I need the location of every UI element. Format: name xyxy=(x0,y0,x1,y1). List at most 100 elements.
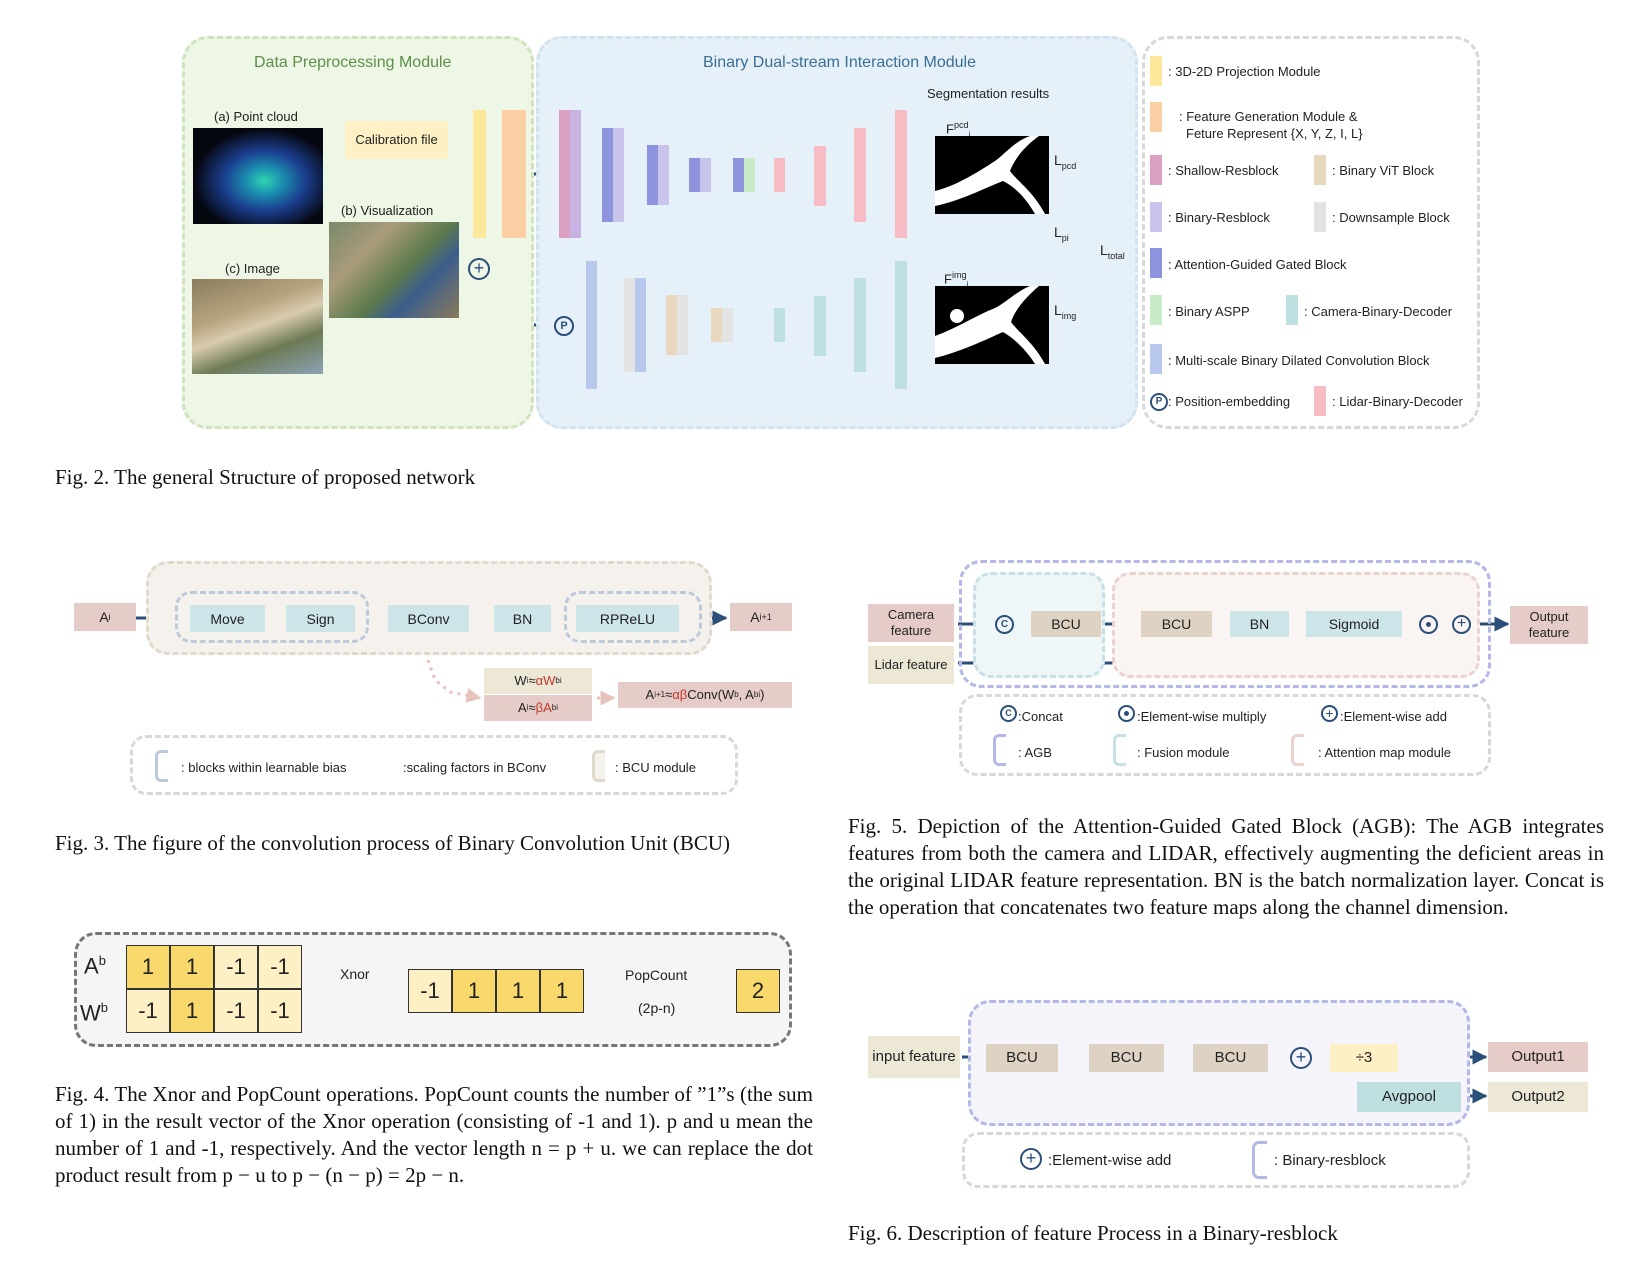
l-pi-label: Lpi xyxy=(1054,224,1069,243)
result-cell-4: 1 xyxy=(540,969,584,1013)
avgpool-box: Avgpool xyxy=(1357,1082,1461,1112)
legend-fusion-label: : Fusion module xyxy=(1137,745,1230,760)
w-b-label: Wb xyxy=(80,1000,108,1026)
lidar-decoder-block-4 xyxy=(895,110,907,238)
fig5-caption: Fig. 5. Depiction of the Attention-Guide… xyxy=(848,814,1604,919)
fig5-legend-frame xyxy=(959,694,1491,776)
camera-decoder-block-2 xyxy=(814,296,826,356)
legend-add-label: :Element-wise add xyxy=(1340,709,1447,724)
legend-label-binary-aspp: : Binary ASPP xyxy=(1168,304,1250,319)
element-wise-add-icon: + xyxy=(1290,1047,1312,1069)
lidar-feature-box: Lidar feature xyxy=(868,646,954,684)
binary-vit-block-2 xyxy=(711,308,733,342)
legend-agb-label: : AGB xyxy=(1018,745,1052,760)
legend-resblock-label: : Binary-resblock xyxy=(1274,1152,1386,1169)
a-cell-4: -1 xyxy=(258,945,302,989)
legend-label-attention-gated: : Attention-Guided Gated Block xyxy=(1168,257,1347,272)
camera-decoder-block-4 xyxy=(895,261,907,389)
legend-multiply-icon xyxy=(1118,705,1135,722)
output-feature-box: Output feature xyxy=(1510,606,1588,644)
camera-decoder-block-1 xyxy=(774,308,785,342)
visualization-image xyxy=(329,222,459,318)
legend-label-multiscale: : Multi-scale Binary Dilated Convolution… xyxy=(1168,353,1430,368)
legend-swatch-attention-gated xyxy=(1150,248,1162,278)
attention-bcu-box: BCU xyxy=(1141,611,1212,637)
binary-resblock-block-1 xyxy=(602,128,624,222)
w-cell-2: 1 xyxy=(170,989,214,1033)
f-pcd-label: Fpcdi xyxy=(946,120,971,139)
output2-box: Output2 xyxy=(1488,1082,1588,1112)
camera-segmentation-image xyxy=(935,286,1049,364)
legend-label-feature-generation: : Feature Generation Module & xyxy=(1179,109,1358,124)
point-cloud-label: (a) Point cloud xyxy=(214,109,298,124)
image-label: (c) Image xyxy=(225,261,280,276)
l-pcd-label: Lpcd xyxy=(1054,152,1077,171)
divide-by-3-box: ÷3 xyxy=(1330,1044,1398,1072)
position-embedding-icon: P xyxy=(554,316,574,336)
fig3-legend-frame xyxy=(130,735,738,795)
agb-frame xyxy=(959,560,1491,688)
l-total-label: Ltotal xyxy=(1100,242,1125,261)
legend-concat-label: :Concat xyxy=(1018,709,1063,724)
fig3-caption: Fig. 3. The figure of the convolution pr… xyxy=(55,831,731,855)
legend-swatch-binary-resblock xyxy=(1150,202,1162,232)
fusion-bcu-box: BCU xyxy=(1031,611,1101,637)
a-cell-1: 1 xyxy=(126,945,170,989)
legend-label-camera-decoder: : Camera-Binary-Decoder xyxy=(1304,304,1453,319)
element-wise-multiply-icon xyxy=(1419,615,1438,634)
legend-bcu-swatch xyxy=(592,750,605,782)
result-cell-3: 1 xyxy=(496,969,540,1013)
fig2-caption: Fig. 2. The general Structure of propose… xyxy=(55,465,476,489)
legend-label-feature-generation-2: Feture Represent {X, Y, Z, I, L} xyxy=(1186,126,1363,141)
binary-aspp-block xyxy=(733,158,755,192)
a-cell-2: 1 xyxy=(170,945,214,989)
legend-swatch-multiscale xyxy=(1150,344,1162,374)
bn-box: BN xyxy=(494,605,551,632)
lidar-decoder-block-2 xyxy=(814,146,826,206)
legend-add-icon: + xyxy=(1321,705,1338,722)
sign-box: Sign xyxy=(286,605,355,632)
legend-swatch-binary-aspp xyxy=(1150,295,1162,325)
camera-decoder-block-3 xyxy=(854,278,866,372)
legend-label-projection: : 3D-2D Projection Module xyxy=(1168,64,1321,79)
fig6-legend-frame xyxy=(962,1132,1470,1188)
bias-frame-2 xyxy=(564,591,702,643)
input-feature-box: input feature xyxy=(868,1036,960,1078)
legend-swatch-camera-decoder xyxy=(1286,295,1298,325)
lidar-decoder-block-1 xyxy=(774,158,785,192)
binary-module-title: Binary Dual-stream Interaction Module xyxy=(703,54,977,71)
fig4-caption: Fig. 4. The Xnor and PopCount operations… xyxy=(55,1082,813,1187)
legend-concat-icon: C xyxy=(1000,705,1017,722)
binary-resblock-block-2 xyxy=(647,145,669,205)
attention-bn-box: BN xyxy=(1230,611,1289,637)
bcu-2-box: BCU xyxy=(1089,1044,1164,1072)
lidar-segmentation-image xyxy=(935,136,1049,214)
legend-swatch-downsample xyxy=(1314,202,1326,232)
a-cell-3: -1 xyxy=(214,945,258,989)
legend-label-lidar-decoder: : Lidar-Binary-Decoder xyxy=(1332,394,1463,409)
legend-add-label: :Element-wise add xyxy=(1048,1152,1172,1169)
f-img-label: Fimgi xyxy=(944,270,969,289)
legend-attention-swatch xyxy=(1291,734,1304,766)
projection-module-block xyxy=(473,110,486,238)
popcount-label: PopCount xyxy=(625,967,688,983)
fig2-legend-frame xyxy=(1142,36,1480,429)
legend-attention-label: : Attention map module xyxy=(1318,745,1451,760)
output-cell: 2 xyxy=(736,969,780,1013)
concat-icon: C xyxy=(995,615,1014,634)
calibration-file-box: Calibration file xyxy=(345,121,448,159)
a-b-label: Ab xyxy=(84,953,106,979)
element-wise-add-icon: + xyxy=(468,258,490,280)
output1-box: Output1 xyxy=(1488,1042,1588,1072)
result-cell-2: 1 xyxy=(452,969,496,1013)
rprelu-box: RPReLU xyxy=(576,605,679,632)
legend-label-position-embedding: : Position-embedding xyxy=(1168,394,1291,409)
legend-swatch-lidar-decoder xyxy=(1314,386,1326,416)
legend-agb-swatch xyxy=(993,734,1006,766)
xnor-label: Xnor xyxy=(340,966,370,982)
l-img-label: Limg xyxy=(1054,302,1077,321)
downsample-block-1 xyxy=(624,278,646,372)
